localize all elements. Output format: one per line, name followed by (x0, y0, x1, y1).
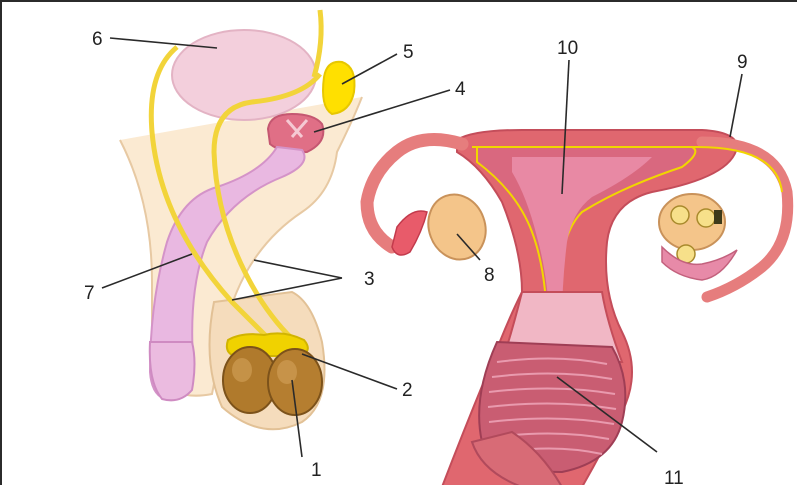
male-reproductive-system (120, 10, 362, 429)
follicle-2 (697, 209, 715, 227)
leader-line-3a (254, 260, 342, 278)
label-3: 3 (364, 269, 375, 290)
label-1: 1 (311, 460, 322, 481)
testis-left-highlight (232, 358, 252, 382)
testis-right-highlight (277, 360, 297, 384)
label-8: 8 (484, 265, 495, 286)
glans (150, 342, 195, 400)
label-10: 10 (557, 38, 578, 59)
fimbriae-left (392, 211, 427, 255)
follicle-1 (671, 206, 689, 224)
label-6: 6 (92, 29, 103, 50)
label-7: 7 (84, 283, 95, 304)
leader-line-9 (730, 74, 742, 137)
label-4: 4 (455, 79, 466, 100)
fimbriae-right (662, 247, 737, 280)
label-5: 5 (403, 42, 414, 63)
ureter (314, 10, 321, 77)
ovary-left (419, 186, 494, 267)
bladder (172, 30, 316, 120)
label-9: 9 (737, 52, 748, 73)
follicle-dark (714, 210, 722, 224)
label-2: 2 (402, 380, 413, 401)
female-reproductive-system (367, 130, 788, 485)
label-11: 11 (664, 468, 684, 485)
